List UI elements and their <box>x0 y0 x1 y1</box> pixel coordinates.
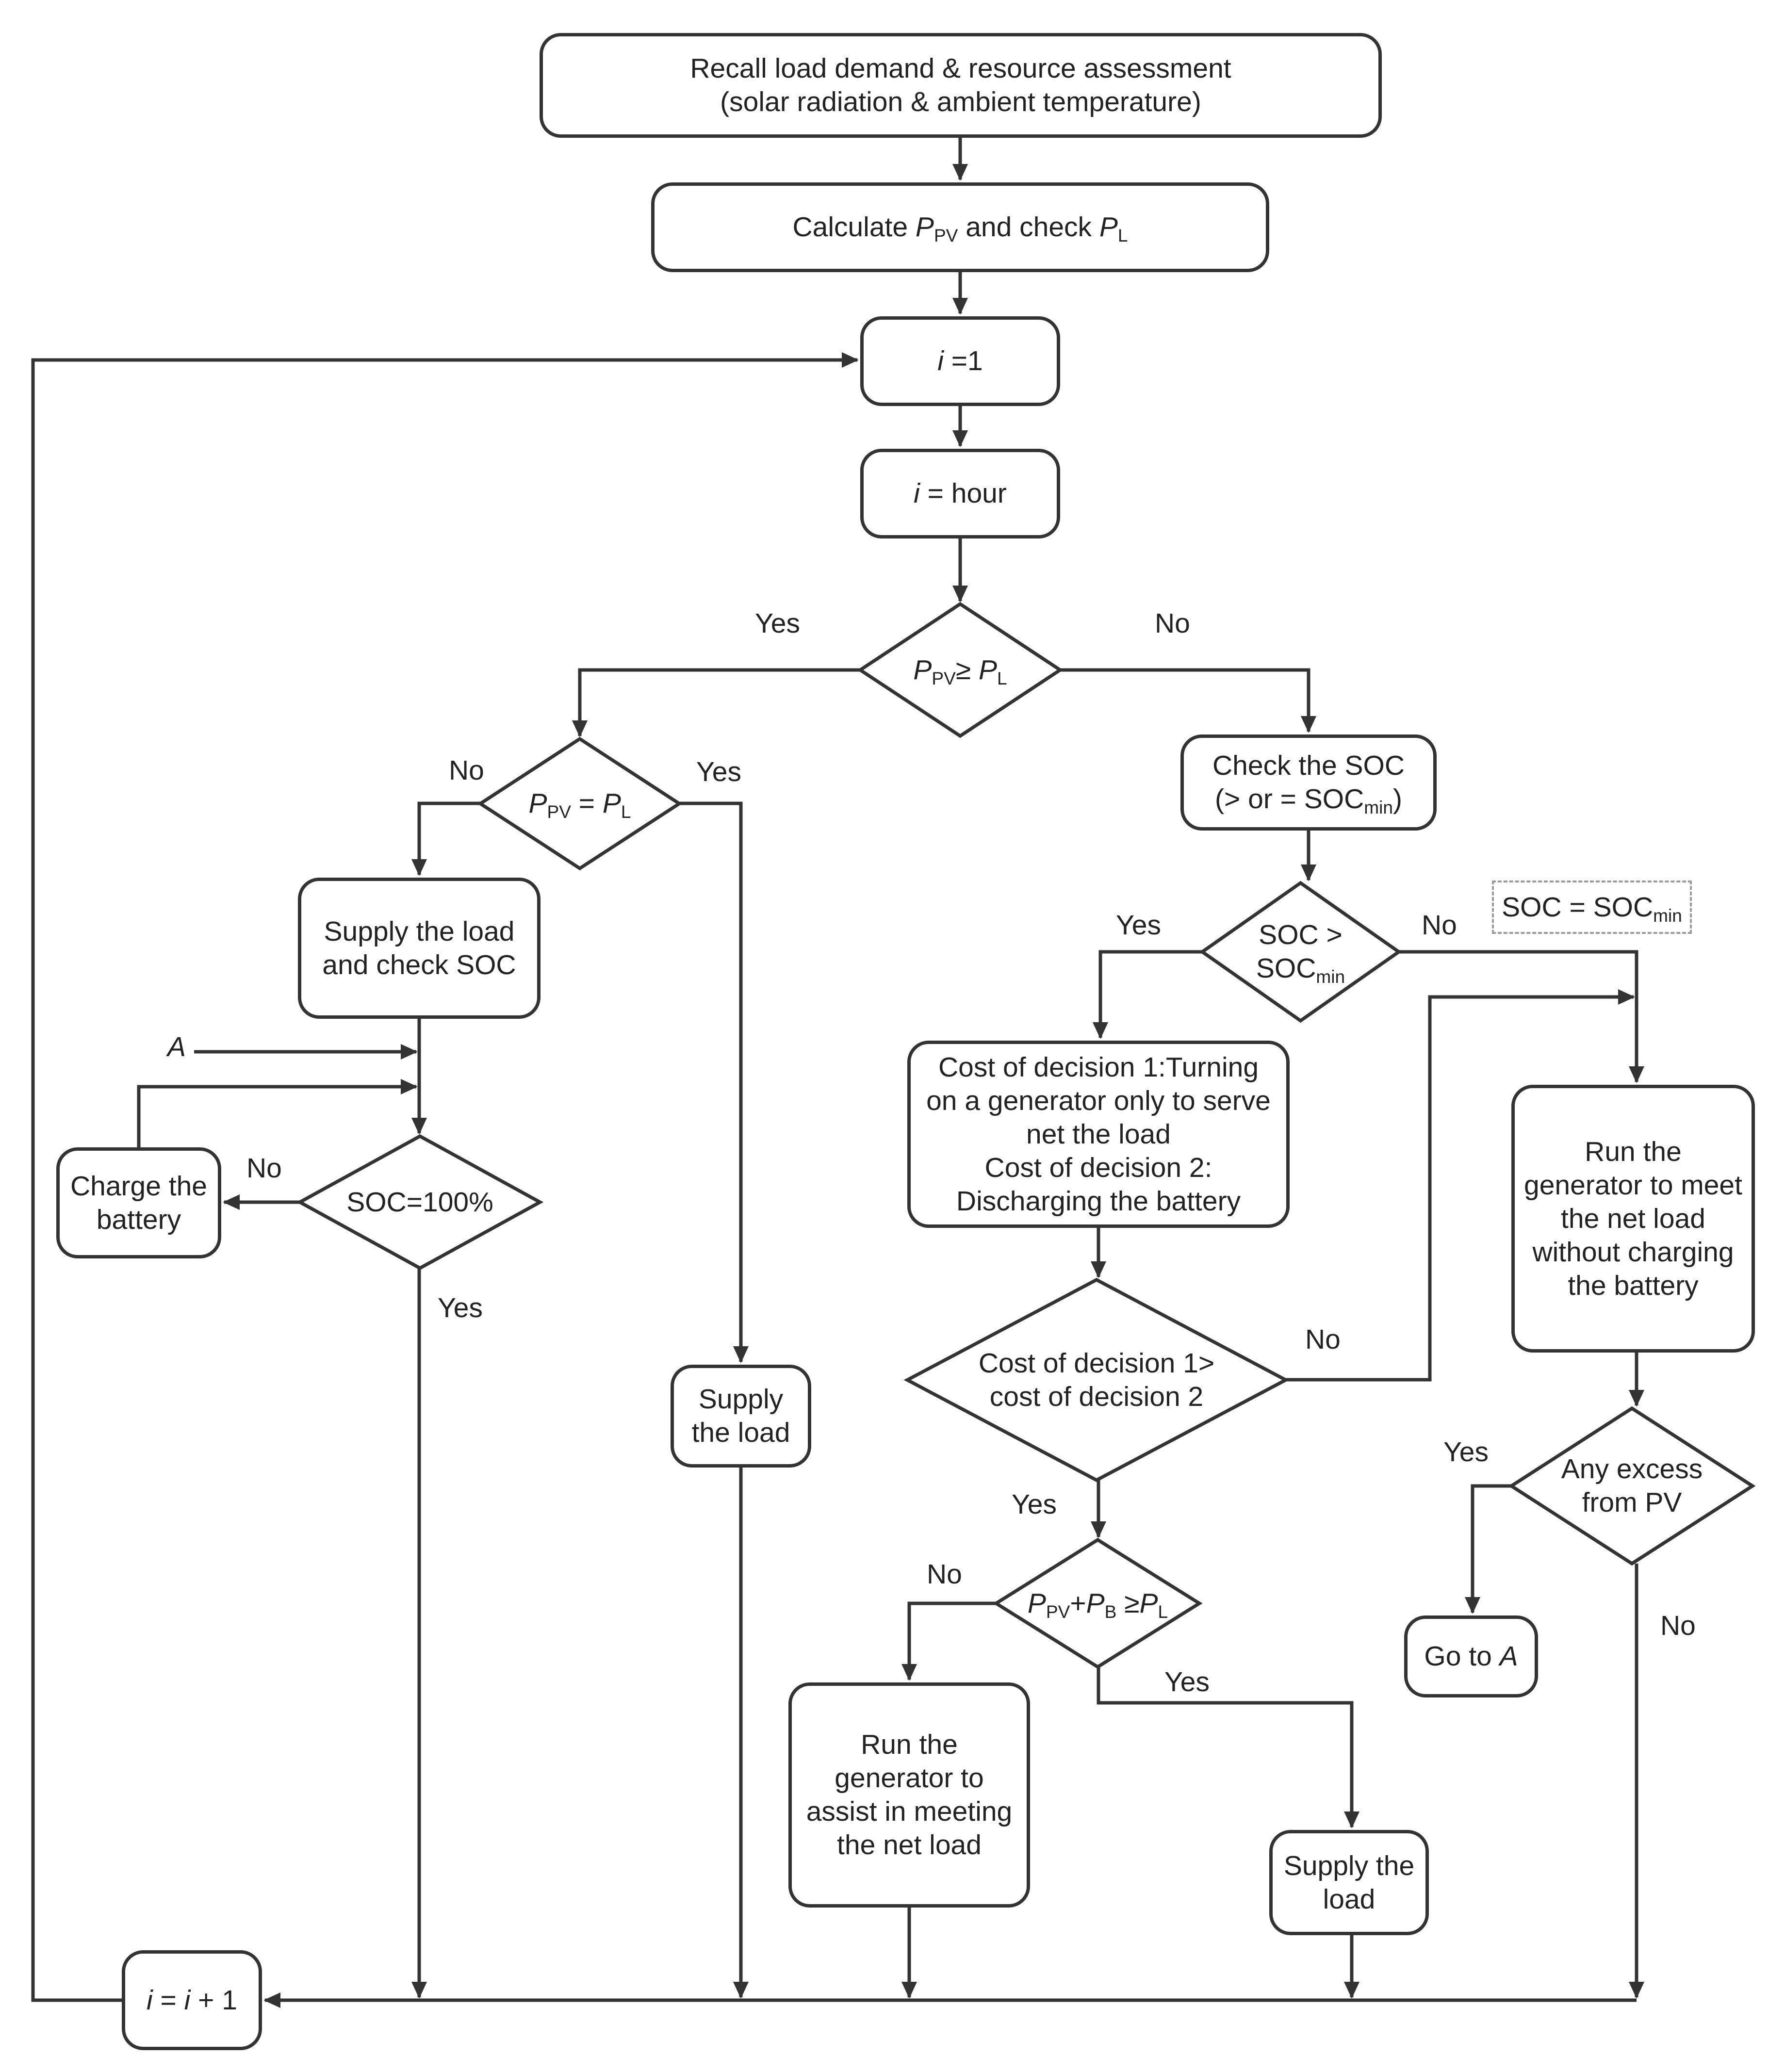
check-soc-box: Check the SOC(> or = SOCmin) <box>1180 734 1437 831</box>
edge-ppvpb-no-left <box>901 1601 996 1681</box>
label-yes-any-excess: Yes <box>1443 1436 1489 1468</box>
text-line: Cost of decision 1> <box>978 1347 1215 1379</box>
ppv-eq-pl-diamond <box>477 736 683 871</box>
text-line: the battery <box>1568 1270 1699 1301</box>
label-no-ppv-ge-pl: No <box>1155 608 1190 639</box>
edge-compare-no-right <box>1286 989 1635 1382</box>
text-line: (solar radiation & ambient temperature) <box>720 86 1201 117</box>
edge-ppveqpl-no-left <box>411 801 480 876</box>
text-line: the load <box>691 1417 790 1448</box>
text-line: SOCmin <box>1256 953 1345 987</box>
label-no-cost-compare: No <box>1305 1324 1341 1355</box>
edge-ppvpb-yes-down <box>1097 1667 1360 1828</box>
text-line: assist in meeting <box>806 1796 1013 1827</box>
edge-socgtmin-yes-left <box>1092 950 1202 1039</box>
text-line: i = hour <box>914 478 1007 509</box>
text-line: Run the <box>1585 1136 1682 1167</box>
edge-ppvgepl-yes-left <box>572 668 860 737</box>
label-no-soc-100: No <box>246 1153 282 1184</box>
edge-socgtmin-no-right <box>1399 950 1645 1083</box>
text-line: Supply the <box>1283 1850 1415 1881</box>
label-yes-cost-compare: Yes <box>1012 1489 1057 1520</box>
text-line: i = i + 1 <box>147 1984 237 2016</box>
recall-load-demand-box: Recall load demand & resource assessment… <box>540 33 1382 138</box>
text-line: without charging <box>1532 1236 1734 1268</box>
text-line: Cost of decision 1:Turning <box>938 1051 1259 1083</box>
edge-excess-yes-left <box>1464 1484 1511 1614</box>
label-no-ppv-pb: No <box>927 1559 962 1590</box>
text-line: PPV = PL <box>528 788 631 822</box>
any-excess-diamond <box>1508 1406 1756 1566</box>
connector-a-label: A <box>167 1031 186 1062</box>
label-yes-ppv-eq-pl: Yes <box>696 756 741 787</box>
text-line: SOC > <box>1259 919 1343 950</box>
text-line: i =1 <box>937 345 983 376</box>
edge-charge-loop-in <box>137 1078 418 1147</box>
i-increment-box: i = i + 1 <box>122 1950 262 2050</box>
label-yes-soc-gt-min: Yes <box>1116 910 1161 941</box>
i-equals-hour-box: i = hour <box>860 449 1060 538</box>
text-line: Supply the load <box>324 915 515 947</box>
label-yes-ppv-pb: Yes <box>1164 1666 1210 1697</box>
i-equals-1-box: i =1 <box>860 316 1060 406</box>
text-line: from PV <box>1582 1487 1682 1518</box>
text-line: Charge the <box>70 1170 208 1202</box>
cost-compare-diamond <box>903 1278 1290 1482</box>
label-yes-soc-100: Yes <box>438 1292 483 1323</box>
text-line: cost of decision 2 <box>989 1381 1204 1412</box>
text-line: (> or = SOCmin) <box>1215 783 1402 818</box>
text-line: Supply <box>698 1384 784 1415</box>
text-line: Calculate PPV and check PL <box>792 212 1128 246</box>
text-line: battery <box>96 1204 181 1235</box>
text-line: PPV≥ PL <box>913 654 1007 688</box>
label-no-any-excess: No <box>1660 1610 1696 1641</box>
text-line: SOC=100% <box>346 1186 493 1218</box>
text-line: the net load <box>837 1829 982 1860</box>
ppv-pb-ge-pl-decision: PPV+PB ≥PL <box>996 1540 1199 1667</box>
text-line: net the load <box>1026 1118 1171 1150</box>
text-line: and check SOC <box>322 949 516 980</box>
soc-100-decision: SOC=100% <box>300 1136 540 1268</box>
edge-ppvgepl-no-right <box>1060 668 1317 733</box>
edge-loop-back-to-i1 <box>31 352 859 2002</box>
text-line: PPV+PB ≥PL <box>1027 1587 1168 1622</box>
text-line: on a generator only to serve <box>926 1085 1271 1116</box>
text-line: the net load <box>1561 1203 1705 1234</box>
text-line: load <box>1323 1883 1376 1915</box>
text-line: generator to <box>835 1762 984 1794</box>
soc-gt-min-decision: SOC >SOCmin <box>1202 883 1399 1021</box>
text-line: Check the SOC <box>1212 750 1405 781</box>
text-line: Any excess <box>1561 1453 1703 1485</box>
label-yes-ppv-ge-pl: Yes <box>755 608 800 639</box>
text-line: Recall load demand & resource assessment <box>690 53 1231 84</box>
label-no-ppv-eq-pl: No <box>449 755 484 786</box>
text-line: SOC = SOCmin <box>1502 891 1682 926</box>
text-line: Go to A <box>1424 1641 1518 1672</box>
text-line: Run the <box>861 1729 958 1760</box>
cost-compare-decision: Cost of decision 1>cost of decision 2 <box>907 1280 1286 1480</box>
text-line: Discharging the battery <box>956 1185 1241 1217</box>
ppv-ge-pl-diamond <box>857 602 1064 738</box>
text-line: Cost of decision 2: <box>984 1152 1212 1183</box>
soc-gt-min-diamond <box>1199 881 1402 1023</box>
go-to-a-box: Go to A <box>1404 1615 1538 1697</box>
ppv-eq-pl-decision: PPV = PL <box>480 739 679 868</box>
calculate-ppv-box: Calculate PPV and check PL <box>651 182 1269 272</box>
soc-equals-min-note: SOC = SOCmin <box>1492 881 1692 934</box>
text-line: generator to meet <box>1524 1169 1742 1201</box>
edge-ppveqpl-yes-down <box>679 801 749 1363</box>
label-no-soc-gt-min: No <box>1422 910 1457 941</box>
ppv-ge-pl-decision: PPV≥ PL <box>860 604 1060 736</box>
